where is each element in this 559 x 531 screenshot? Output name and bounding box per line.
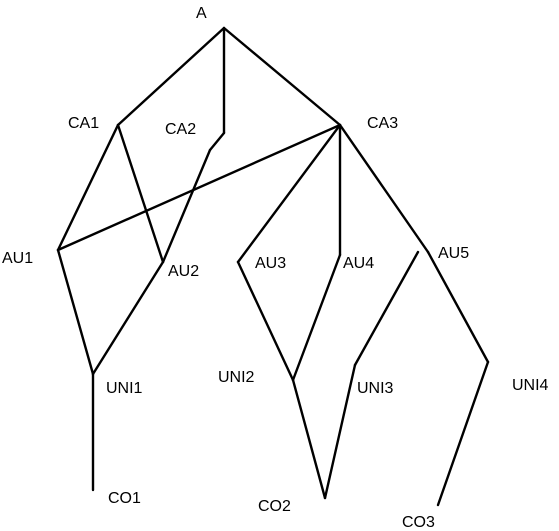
edge-au2-uni1 xyxy=(91,260,165,376)
node-label-ca1: CA1 xyxy=(68,115,99,132)
node-label-co3: CO3 xyxy=(402,514,435,531)
node-label-uni4: UNI4 xyxy=(512,377,549,394)
edge-uni2-co2 xyxy=(291,378,327,500)
edge-ca1-au1 xyxy=(56,123,120,252)
edge-ca2-bend xyxy=(208,131,226,152)
edge-ca3-au3 xyxy=(236,123,342,264)
node-label-a: A xyxy=(196,5,207,22)
edge-ca3-au5 xyxy=(338,123,430,254)
edge-layer xyxy=(56,26,490,507)
edge-au1-uni1 xyxy=(56,248,95,376)
node-label-au4: AU4 xyxy=(343,255,374,272)
node-label-co1: CO1 xyxy=(108,490,141,507)
edge-au3-uni2 xyxy=(236,260,295,382)
edge-au5-uni3 xyxy=(353,250,420,367)
edge-au5-uni4 xyxy=(426,250,490,364)
node-label-au3: AU3 xyxy=(255,255,286,272)
label-layer: A CA1 CA2 CA3 AU1 AU2 AU3 AU4 AU5 UNI1 U… xyxy=(2,5,549,531)
node-label-uni2: UNI2 xyxy=(218,369,255,386)
node-label-uni3: UNI3 xyxy=(357,380,394,397)
node-label-co2: CO2 xyxy=(258,498,291,515)
edge-ca1-au2 xyxy=(116,123,165,264)
edge-ca3-au1 xyxy=(56,123,342,252)
node-label-ca3: CA3 xyxy=(367,115,398,132)
node-label-ca2: CA2 xyxy=(165,121,196,138)
edge-uni3-co2 xyxy=(323,363,357,500)
node-label-au1: AU1 xyxy=(2,250,33,267)
edge-uni4-co3 xyxy=(436,360,490,507)
node-label-uni1: UNI1 xyxy=(106,380,143,397)
edge-a-ca1 xyxy=(116,26,226,127)
node-label-au2: AU2 xyxy=(168,263,199,280)
node-label-au5: AU5 xyxy=(438,245,469,262)
edge-ca2-au2 xyxy=(161,148,212,264)
edge-au4-uni2 xyxy=(291,253,342,382)
edge-a-ca3 xyxy=(222,26,342,127)
